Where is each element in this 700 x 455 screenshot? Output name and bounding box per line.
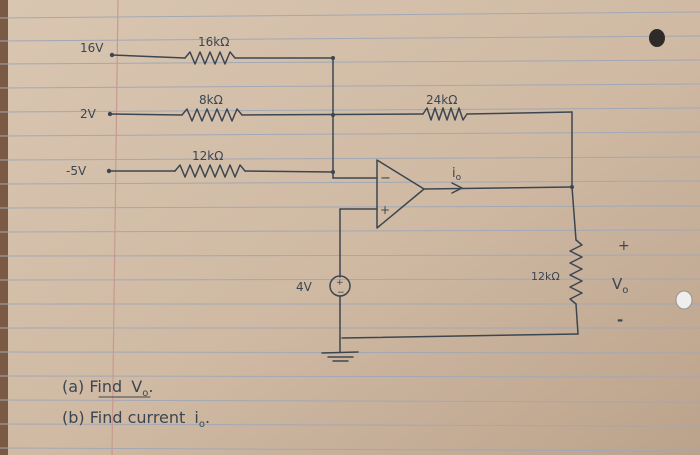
source-label-2v: 2V: [80, 107, 97, 121]
resistor-8k: [181, 108, 243, 122]
question-a: (a) Find Vo.: [62, 377, 153, 399]
output-plus-sign: +: [618, 238, 630, 254]
opamp-noninverting-sign: +: [380, 203, 390, 217]
opamp-body: [376, 159, 425, 229]
junction-dots: [106, 52, 574, 189]
resistor-24k: [422, 107, 468, 121]
source-label-4v: 4V: [296, 280, 313, 294]
output-minus-sign: -: [617, 311, 623, 329]
resistor-label-8k: 8kΩ: [199, 93, 223, 107]
source-plus-sign: +: [336, 278, 344, 288]
source-label-16v: 16V: [80, 41, 104, 55]
opamp-inverting-sign: −: [380, 171, 391, 186]
binder-hole-top: [649, 29, 665, 47]
resistor-label-24k: 24kΩ: [426, 93, 457, 107]
output-voltage-label: Vo: [612, 275, 628, 296]
resistor-12k-input: [174, 164, 246, 178]
resistor-12k-load: [569, 239, 583, 305]
resistor-label-12k-input: 12kΩ: [192, 149, 223, 163]
margin-line: [111, 0, 119, 455]
current-label: io: [452, 166, 462, 183]
resistor-label-16k: 16kΩ: [198, 35, 229, 49]
source-minus-sign: −: [337, 288, 345, 298]
source-label-minus5v: -5V: [66, 164, 87, 178]
circuit-wiring: [98, 51, 583, 398]
resistor-16k: [184, 51, 236, 65]
question-b: (b) Find current io.: [62, 408, 210, 430]
page-edge: [0, 0, 8, 455]
binder-hole-middle: [675, 290, 693, 310]
resistor-label-12k-load: 12kΩ: [531, 270, 560, 283]
